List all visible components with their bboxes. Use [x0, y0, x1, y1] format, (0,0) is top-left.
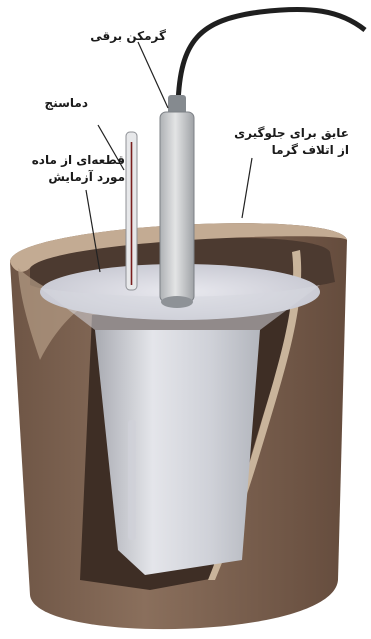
thermometer-label: دماسنج	[45, 95, 88, 112]
insulator-label: عایق برای جلوگیری از اتلاف گرما	[234, 125, 349, 159]
sample-label: قطعه‌ای از ماده مورد آزمایش	[32, 152, 125, 186]
heater-label: گرمکن برقی	[90, 28, 166, 45]
